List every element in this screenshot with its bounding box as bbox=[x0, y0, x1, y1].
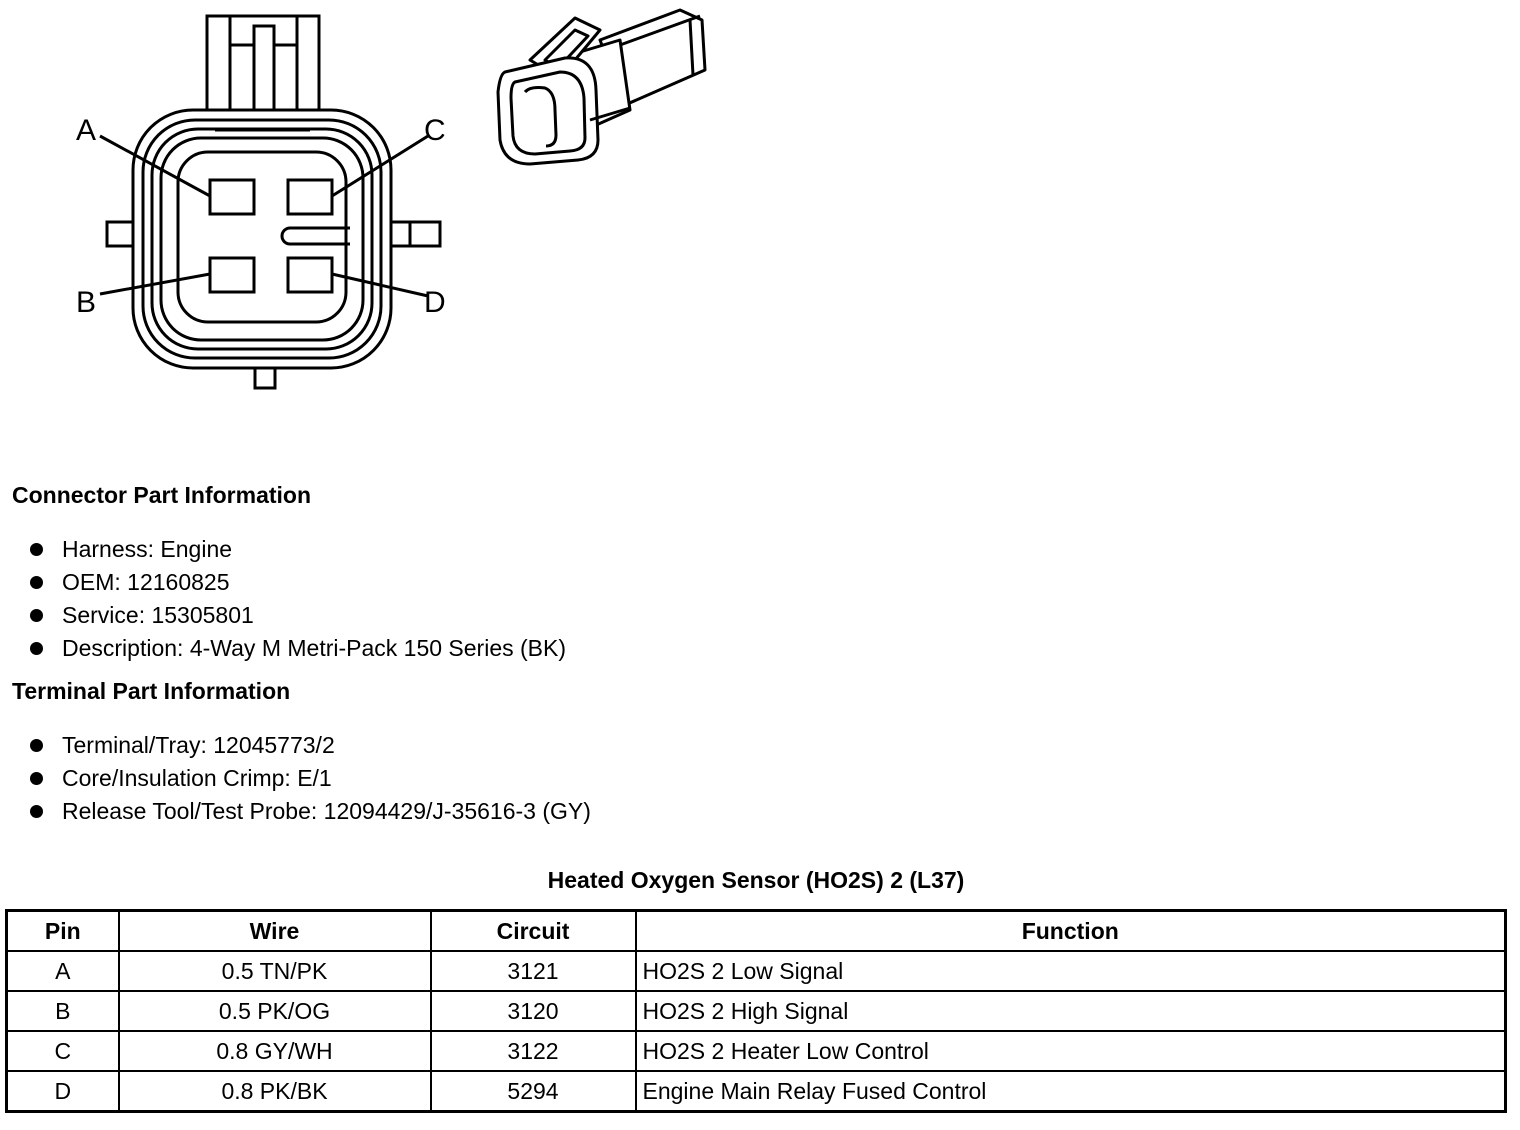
header-function: Function bbox=[634, 909, 1507, 952]
list-item: Service: 15305801 bbox=[28, 599, 566, 632]
terminal-info-heading: Terminal Part Information bbox=[12, 678, 291, 704]
pin-label-b: B bbox=[76, 286, 96, 319]
cell-function: HO2S 2 Low Signal bbox=[634, 950, 1507, 992]
cell-pin: C bbox=[5, 1030, 120, 1072]
table-row: D 0.8 PK/BK 5294 Engine Main Relay Fused… bbox=[5, 1070, 1507, 1113]
cell-circuit: 3121 bbox=[429, 950, 637, 992]
cell-wire: 0.5 TN/PK bbox=[117, 950, 432, 992]
cell-wire: 0.8 GY/WH bbox=[117, 1030, 432, 1072]
connector-info-list: Harness: Engine OEM: 12160825 Service: 1… bbox=[28, 533, 566, 665]
connector-isometric-diagram bbox=[496, 8, 707, 166]
bullet-icon bbox=[30, 772, 43, 785]
table-row: C 0.8 GY/WH 3122 HO2S 2 Heater Low Contr… bbox=[5, 1030, 1507, 1072]
list-item: Release Tool/Test Probe: 12094429/J-3561… bbox=[28, 795, 591, 828]
table-row: B 0.5 PK/OG 3120 HO2S 2 High Signal bbox=[5, 990, 1507, 1032]
header-wire: Wire bbox=[117, 909, 432, 952]
bullet-icon bbox=[30, 739, 43, 752]
list-item: Terminal/Tray: 12045773/2 bbox=[28, 729, 591, 762]
bullet-icon bbox=[30, 576, 43, 589]
list-item: Description: 4-Way M Metri-Pack 150 Seri… bbox=[28, 632, 566, 665]
bullet-icon bbox=[30, 642, 43, 655]
cell-pin: D bbox=[5, 1070, 120, 1113]
table-title: Heated Oxygen Sensor (HO2S) 2 (L37) bbox=[547, 867, 965, 893]
cell-circuit: 3122 bbox=[429, 1030, 637, 1072]
cell-function: Engine Main Relay Fused Control bbox=[634, 1070, 1507, 1113]
list-item: Core/Insulation Crimp: E/1 bbox=[28, 762, 591, 795]
bullet-icon bbox=[30, 543, 43, 556]
table-header-row: Pin Wire Circuit Function bbox=[5, 909, 1507, 952]
header-circuit: Circuit bbox=[429, 909, 637, 952]
header-pin: Pin bbox=[5, 909, 120, 952]
cell-function: HO2S 2 High Signal bbox=[634, 990, 1507, 1032]
terminal-info-list: Terminal/Tray: 12045773/2 Core/Insulatio… bbox=[28, 729, 591, 828]
bullet-icon bbox=[30, 609, 43, 622]
pin-table: Pin Wire Circuit Function A 0.5 TN/PK 31… bbox=[5, 909, 1507, 1113]
list-item: OEM: 12160825 bbox=[28, 566, 566, 599]
pin-label-a: A bbox=[76, 114, 96, 147]
connector-info-heading: Connector Part Information bbox=[12, 482, 312, 508]
pin-label-d: D bbox=[424, 286, 446, 319]
list-item: Harness: Engine bbox=[28, 533, 566, 566]
table-row: A 0.5 TN/PK 3121 HO2S 2 Low Signal bbox=[5, 950, 1507, 992]
cell-wire: 0.8 PK/BK bbox=[117, 1070, 432, 1113]
cell-circuit: 3120 bbox=[429, 990, 637, 1032]
bullet-icon bbox=[30, 805, 43, 818]
cell-function: HO2S 2 Heater Low Control bbox=[634, 1030, 1507, 1072]
cell-wire: 0.5 PK/OG bbox=[117, 990, 432, 1032]
cell-pin: B bbox=[5, 990, 120, 1032]
cell-circuit: 5294 bbox=[429, 1070, 637, 1113]
pin-label-c: C bbox=[424, 114, 446, 147]
cell-pin: A bbox=[5, 950, 120, 992]
connector-face-diagram: A B C D bbox=[76, 14, 446, 390]
